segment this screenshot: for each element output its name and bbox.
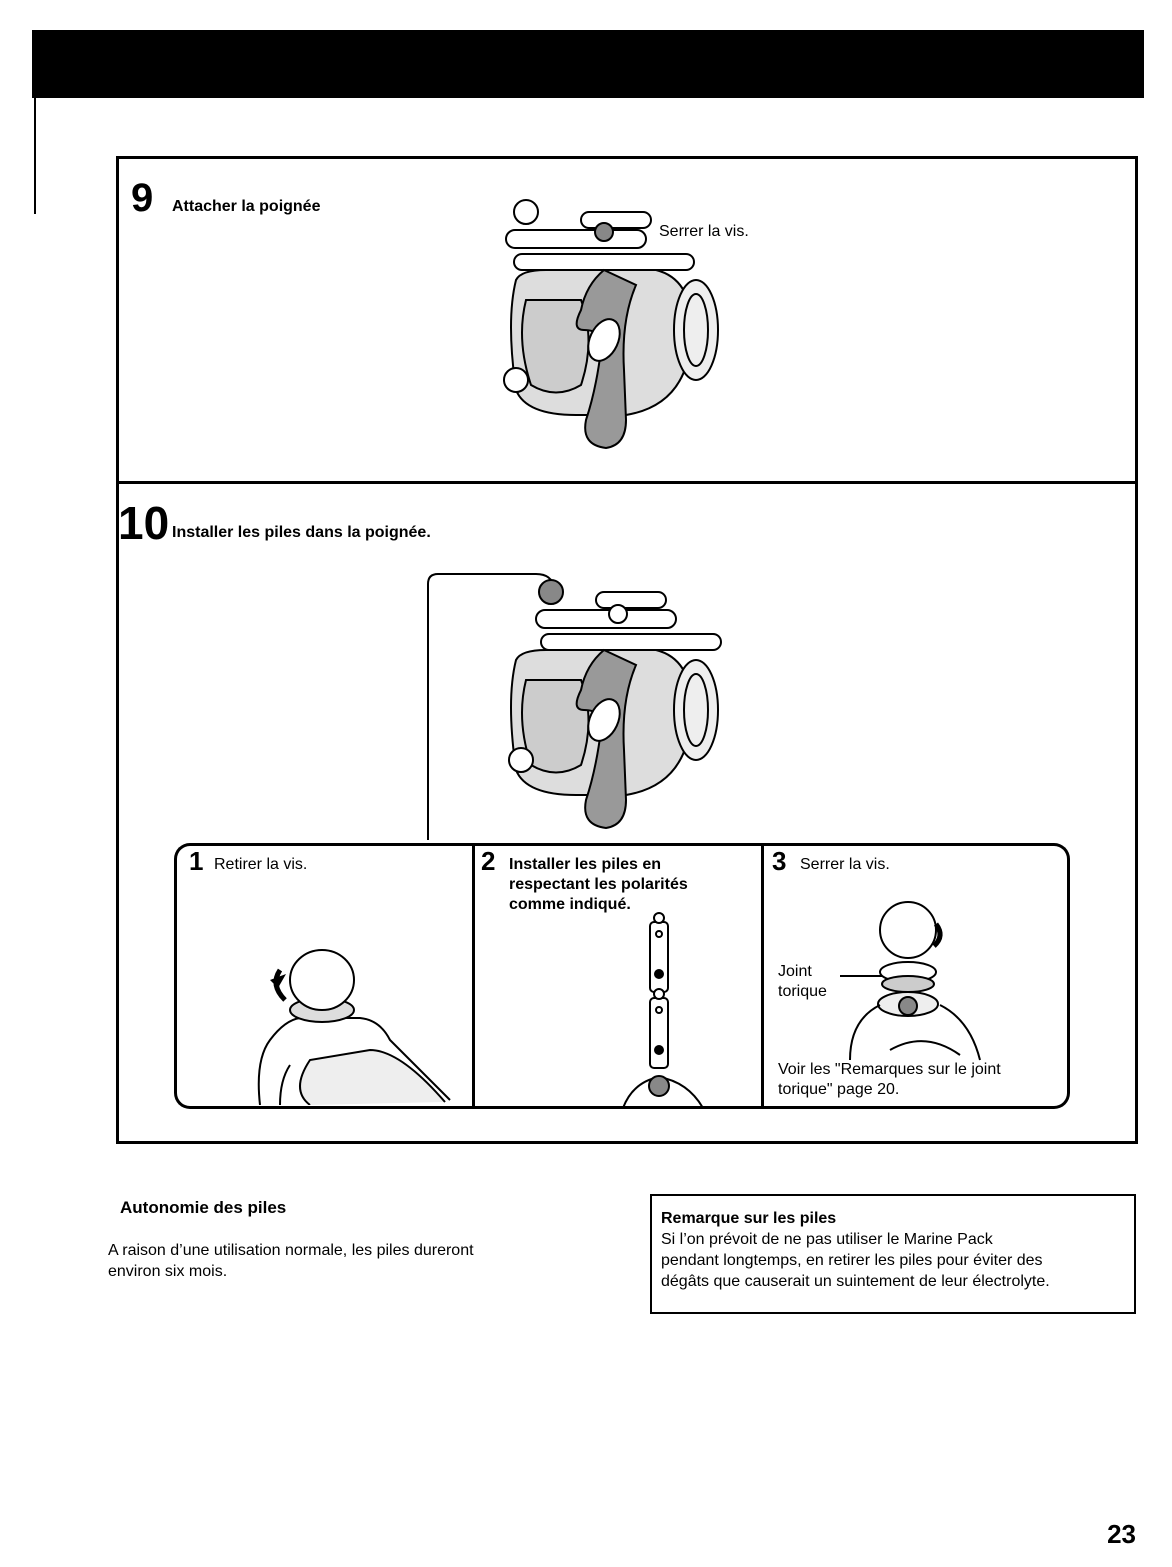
battery-note-box: Remarque sur les piles Si l’on prévoit d… xyxy=(650,1194,1136,1314)
substep-2-line-2: respectant les polarités xyxy=(509,876,688,893)
o-ring-icon xyxy=(840,901,981,1061)
substep-1-number: 1 xyxy=(189,846,204,876)
battery-life-line-2: environ six mois. xyxy=(108,1263,228,1280)
o-ring-label-line-2: torique xyxy=(778,983,827,1000)
battery-note-line-2: pendant longtemps, en retirer les piles … xyxy=(661,1252,1043,1269)
substep-2-line-3: comme indiqué. xyxy=(509,896,631,913)
substep-1-panel xyxy=(174,843,474,1109)
substep-3-text: Serrer la vis. xyxy=(800,856,890,873)
step-9-callout: Serrer la vis. xyxy=(659,223,749,240)
battery-note-title: Remarque sur les piles xyxy=(661,1210,837,1227)
marine-pack-housing-open-icon xyxy=(427,573,722,840)
section-divider xyxy=(116,481,1138,484)
battery-life-title: Autonomie des piles xyxy=(120,1198,287,1217)
page-number: 23 xyxy=(1107,1519,1136,1549)
substep-3-panel xyxy=(762,843,1070,1109)
substep-2-number: 2 xyxy=(481,846,496,876)
battery-life-text: A raison d’une utilisation normale, les … xyxy=(108,1240,578,1282)
marine-pack-housing-icon xyxy=(503,199,719,450)
battery-note-line-3: dégâts que causerait un suintement de le… xyxy=(661,1273,1050,1290)
substep-1-text: Retirer la vis. xyxy=(214,856,308,873)
header-bar xyxy=(32,30,1144,98)
substep-1-illustration xyxy=(257,949,451,1105)
step-10-number: 10 xyxy=(118,497,170,549)
o-ring-label-line-1: Joint xyxy=(778,963,812,980)
step-9-number: 9 xyxy=(131,176,154,220)
step-9-title: Attacher la poignée xyxy=(172,198,321,215)
margin-rule xyxy=(34,98,36,214)
o-ring-note-line-1: Voir les "Remarques sur le joint xyxy=(778,1061,1001,1078)
instructions-frame xyxy=(116,156,1138,1144)
substep-3-number: 3 xyxy=(772,846,787,876)
o-ring-note-line-2: torique" page 20. xyxy=(778,1081,900,1098)
substep-2-panel xyxy=(472,843,764,1109)
step-10-title: Installer les piles dans la poignée. xyxy=(172,524,431,541)
battery-note-line-1: Si l’on prévoit de ne pas utiliser le Ma… xyxy=(661,1231,993,1248)
rotate-arrow-icon xyxy=(270,974,286,988)
battery-icon xyxy=(622,912,704,1108)
substep-2-line-1: Installer les piles en xyxy=(509,856,662,873)
battery-life-line-1: A raison d’une utilisation normale, les … xyxy=(108,1242,474,1259)
